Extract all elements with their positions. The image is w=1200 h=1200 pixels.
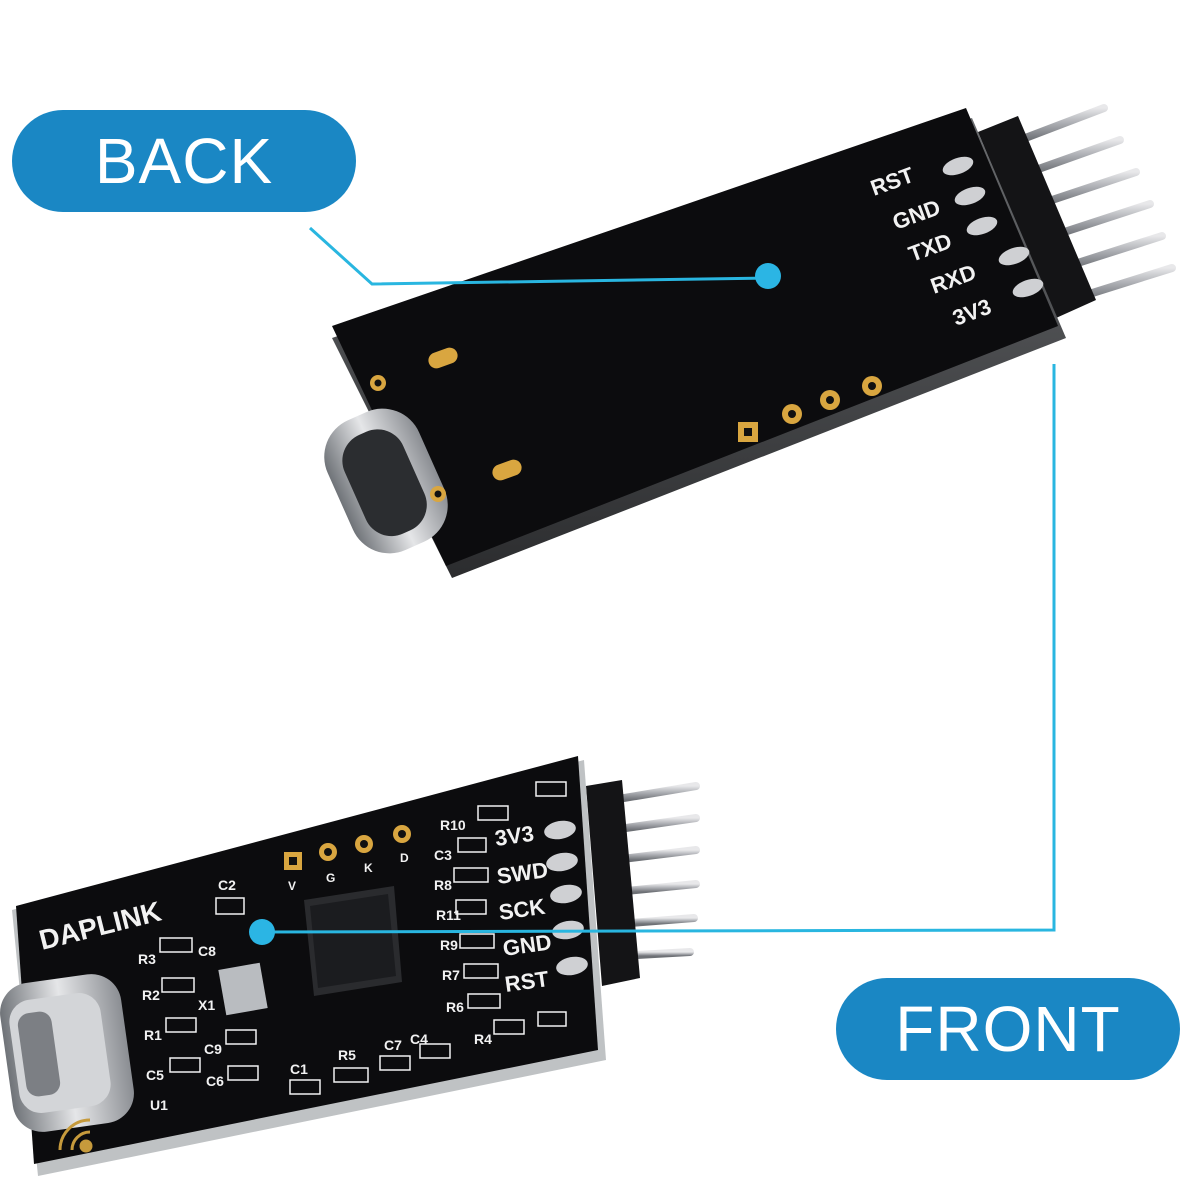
back-label-text: BACK [94,125,274,197]
component-label: C6 [206,1073,224,1089]
component-label: R1 [144,1027,162,1043]
antenna-logo [58,1118,93,1153]
component-label: R5 [338,1047,356,1063]
component-labels: R10 C3 R8 R11 R9 R7 R6 R4 C2 C8 R3 R2 X1… [138,817,492,1113]
pad-label: V [288,879,296,893]
back-board-pcb: RST GND TXD RXD 3V3 [324,104,1176,578]
component-label: R7 [442,967,460,983]
back-pcb-face [332,108,1058,566]
front-debug-pads [284,825,411,870]
front-pcb-face [16,756,598,1164]
front-label-badge: FRONT [836,978,1180,1080]
mcu-chip [304,886,402,996]
back-header-solder [942,156,1044,298]
front-pin-label: RST [503,966,551,997]
component-label: C4 [410,1031,428,1047]
pad-label: K [364,861,373,875]
component-label: C3 [434,847,452,863]
component-label: R8 [434,877,452,893]
front-usb-c-connector [0,974,134,1132]
front-header-solder [544,820,588,976]
front-label-text: FRONT [895,993,1121,1065]
component-label: U1 [150,1097,168,1113]
front-board-pcb: DAPLINK V G K D 3V [0,756,700,1176]
back-pads [370,347,882,502]
component-label: R2 [142,987,160,1003]
component-label: C7 [384,1037,402,1053]
back-pin-header-block [978,116,1096,318]
component-label: C1 [290,1061,308,1077]
component-label: C5 [146,1067,164,1083]
component-label: C9 [204,1041,222,1057]
front-pin-header-block [586,780,640,986]
back-label-badge: BACK [12,110,356,212]
crystal-oscillator [218,962,268,1016]
component-label: X1 [198,997,215,1013]
component-label: R3 [138,951,156,967]
pad-label: D [400,851,409,865]
back-usb-c-connector [324,408,448,554]
smd-components [159,781,567,1095]
component-label: C8 [198,943,216,959]
front-callout-line [261,364,1056,934]
front-pin-label: 3V3 [493,821,535,851]
pad-label: G [326,871,335,885]
front-callout-dot [249,919,275,945]
back-callout-line [308,226,769,286]
component-label: R10 [440,817,466,833]
component-label: R11 [436,907,461,923]
front-pad-labels: V G K D [288,851,409,893]
back-callout-dot [755,263,781,289]
component-label: C2 [218,877,236,893]
component-label: R9 [440,937,458,953]
component-label: R6 [446,999,464,1015]
callout-lines [261,226,1056,934]
component-label: R4 [474,1031,492,1047]
